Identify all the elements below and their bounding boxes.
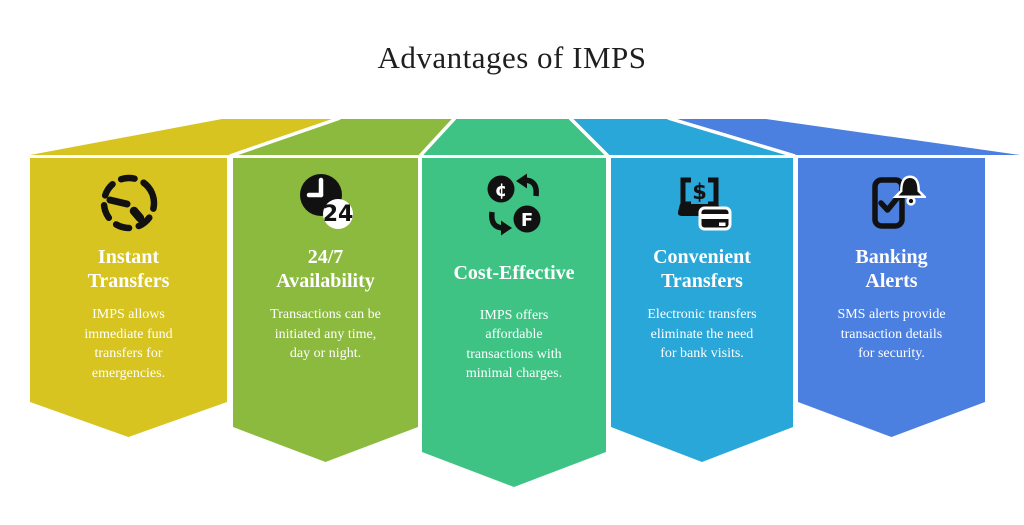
roof-fold	[30, 116, 1020, 158]
card-convenient-transfers: $ Convenient Transfers Electronic transf…	[611, 158, 793, 462]
card-instant-transfers: Instant Transfers IMPS allows immediate …	[30, 158, 227, 437]
card-title: Banking Alerts	[855, 246, 928, 292]
roof-panel-instant	[30, 119, 340, 155]
page-title: Advantages of IMPS	[377, 40, 647, 75]
card-24-7-availability: 24 24/7 Availability Transactions can be…	[233, 158, 418, 462]
card-description: SMS alerts provide transaction details f…	[837, 307, 946, 362]
currency-exchange-icon: ¢ F	[480, 170, 548, 238]
roof-dividers	[229, 116, 796, 158]
roof-panel-alerts	[668, 119, 1020, 155]
card-title: 24/7 Availability	[276, 246, 375, 292]
card-description: IMPS allows immediate fund transfers for…	[84, 307, 173, 381]
card-banking-alerts: Banking Alerts SMS alerts provide transa…	[798, 158, 985, 437]
phone-alert-icon	[858, 170, 926, 238]
svg-text:¢: ¢	[495, 180, 508, 201]
card-description: Transactions can be initiated any time, …	[270, 307, 381, 362]
dashed-stopwatch-icon	[95, 170, 163, 238]
card-title: Convenient Transfers	[653, 246, 751, 292]
clock-24-icon: 24	[292, 170, 360, 238]
roof-panel-availability	[230, 119, 455, 155]
card-title: Cost-Effective	[453, 262, 575, 284]
roof-panel-cost	[420, 119, 608, 155]
card-title: Instant Transfers	[87, 246, 170, 292]
svg-text:$: $	[692, 180, 707, 204]
svg-text:F: F	[521, 210, 533, 231]
roof-panel-convenient	[570, 119, 795, 155]
svg-text:24: 24	[322, 202, 353, 227]
card-description: Electronic transfers eliminate the need …	[647, 307, 757, 362]
laptop-payment-icon: $	[668, 170, 736, 238]
card-cost-effective: ¢ F Cost-Effective IMPS offers affordabl…	[422, 158, 606, 487]
card-description: IMPS offers affordable transactions with…	[465, 307, 563, 382]
